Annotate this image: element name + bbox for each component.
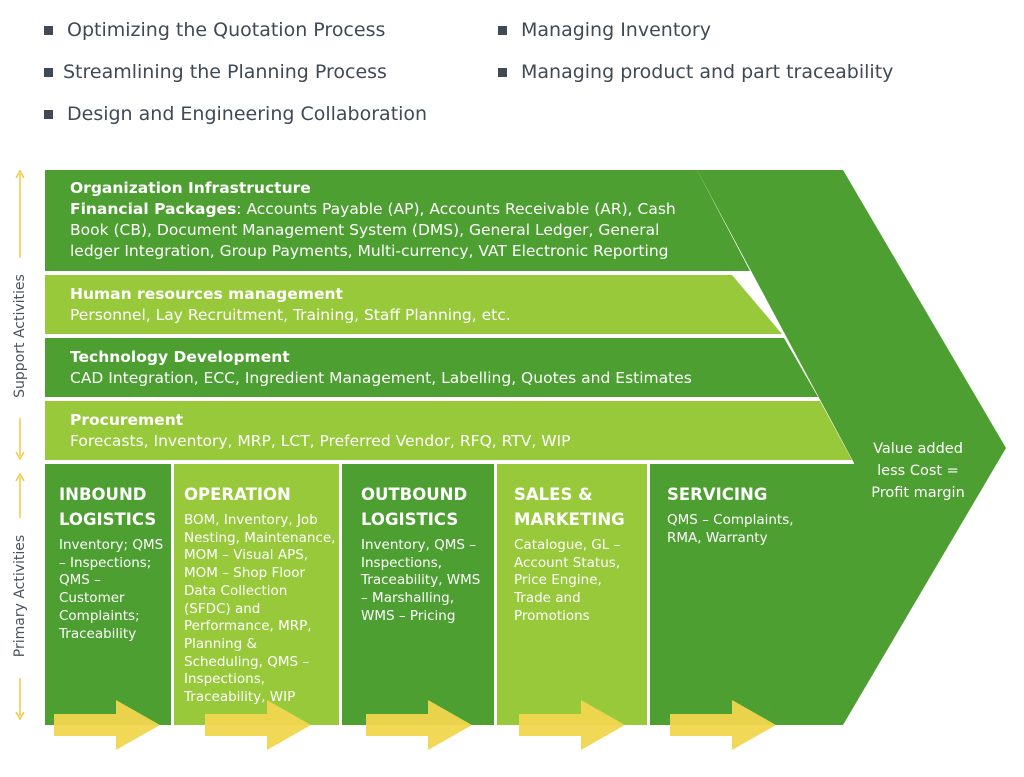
band-procurement xyxy=(45,401,852,460)
outbound-logistics-title: OUTBOUND LOGISTICS xyxy=(361,485,468,529)
flow-arrow-icon xyxy=(519,700,625,750)
financial-packages-label: Financial Packages xyxy=(70,200,237,218)
square-bullet-icon xyxy=(44,109,53,119)
operation-title: OPERATION xyxy=(184,485,291,504)
human-resources-title: Human resources management xyxy=(70,285,343,303)
primary-axis-line xyxy=(15,472,25,721)
bullet-item: Streamlining the Planning Process xyxy=(44,61,387,83)
procurement-text: Procurement Forecasts, Inventory, MRP, L… xyxy=(70,410,800,452)
square-bullet-icon xyxy=(44,67,53,77)
band-infrastructure xyxy=(45,170,750,271)
technology-body: CAD Integration, ECC, Ingredient Managem… xyxy=(70,369,692,387)
column-sales xyxy=(497,464,647,725)
infrastructure-title: Organization Infrastructure xyxy=(70,179,311,197)
column-servicing xyxy=(650,464,856,725)
bullet-item: Design and Engineering Collaboration xyxy=(44,103,427,125)
inbound-logistics-title: INBOUND LOGISTICS xyxy=(59,485,157,529)
bullet-list: Optimizing the Quotation Process Streaml… xyxy=(0,0,1024,140)
bullet-item: Optimizing the Quotation Process xyxy=(44,19,385,41)
band-technology xyxy=(45,338,818,397)
profit-margin-text: Value added less Cost = Profit margin xyxy=(871,441,965,501)
procurement-body: Forecasts, Inventory, MRP, LCT, Preferre… xyxy=(70,432,571,450)
inbound-logistics-text: INBOUND LOGISTICS Inventory; QMS – Inspe… xyxy=(59,482,167,643)
bullet-item: Managing product and part traceability xyxy=(498,61,893,83)
flow-arrow-icon xyxy=(670,700,776,750)
outbound-logistics-text: OUTBOUND LOGISTICS Inventory, QMS – Insp… xyxy=(361,482,487,626)
flow-arrow-icon xyxy=(366,700,472,750)
operation-body: BOM, Inventory, Job Nesting, Maintenance… xyxy=(184,512,336,706)
financial-packages-text: : Accounts Payable (AP), Accounts Receiv… xyxy=(70,200,676,260)
margin-chevron xyxy=(697,170,1006,725)
inbound-logistics-body: Inventory; QMS – Inspections; QMS – Cust… xyxy=(59,537,164,642)
procurement-title: Procurement xyxy=(70,411,184,429)
support-axis-line xyxy=(15,169,25,461)
human-resources-body: Personnel, Lay Recruitment, Training, St… xyxy=(70,306,511,324)
support-activities-label: Support Activities xyxy=(12,274,28,398)
operation-text: OPERATION BOM, Inventory, Job Nesting, M… xyxy=(184,482,336,707)
outbound-logistics-body: Inventory, QMS – Inspections, Traceabili… xyxy=(361,537,481,624)
bullet-item: Managing Inventory xyxy=(498,19,711,41)
servicing-title: SERVICING xyxy=(667,485,768,504)
servicing-text: SERVICING QMS – Complaints, RMA, Warrant… xyxy=(667,482,797,547)
sales-marketing-text: SALES & MARKETING Catalogue, GL – Accoun… xyxy=(514,482,632,626)
square-bullet-icon xyxy=(498,25,507,35)
infrastructure-text: Organization Infrastructure Financial Pa… xyxy=(70,178,680,262)
flow-arrow-icon xyxy=(54,700,160,750)
column-operation xyxy=(174,464,339,725)
sales-marketing-title: SALES & MARKETING xyxy=(514,485,625,529)
technology-title: Technology Development xyxy=(70,348,290,366)
column-outbound xyxy=(342,464,494,725)
servicing-body: QMS – Complaints, RMA, Warranty xyxy=(667,512,794,546)
column-inbound xyxy=(45,464,171,725)
primary-activities-label: Primary Activities xyxy=(12,534,28,658)
human-resources-text: Human resources management Personnel, La… xyxy=(70,284,750,326)
band-human-resources xyxy=(45,275,782,334)
square-bullet-icon xyxy=(44,25,53,35)
sales-marketing-body: Catalogue, GL – Account Status, Price En… xyxy=(514,537,621,624)
square-bullet-icon xyxy=(498,67,507,77)
technology-text: Technology Development CAD Integration, … xyxy=(70,347,770,389)
flow-arrow-icon xyxy=(205,700,311,750)
